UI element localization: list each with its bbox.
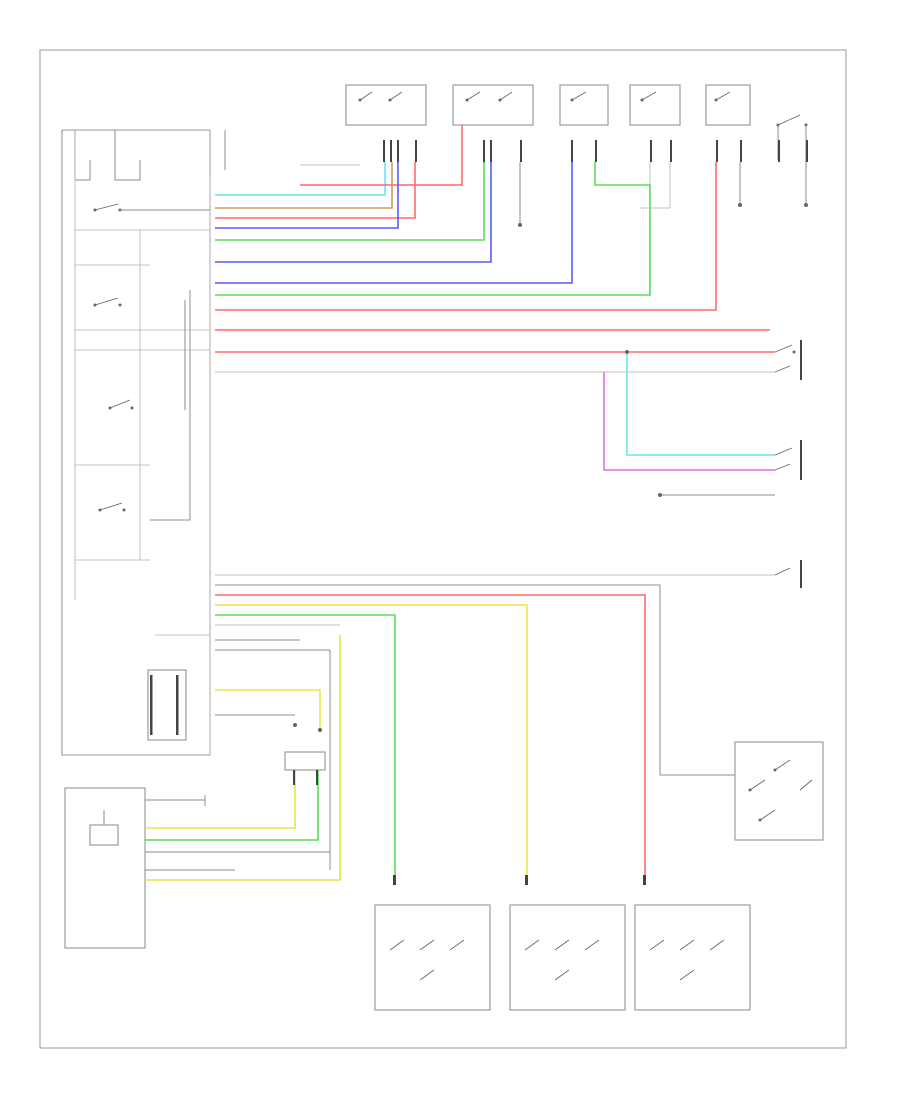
top-switch-4: [629, 84, 681, 126]
right-lower-switch-box: [734, 741, 824, 841]
control-unit-box: [64, 787, 146, 949]
right-switch-2: [774, 440, 802, 480]
center-relay: [284, 723, 326, 785]
wire-yellow-3: [235, 635, 341, 881]
wire-cyan-2: [626, 352, 775, 456]
wire-cyan: [215, 162, 386, 196]
wire-green-1: [215, 162, 485, 241]
wire-red-1: [215, 162, 416, 219]
wire-blue-1: [215, 162, 399, 229]
bottom-switch-2: [509, 875, 626, 1011]
top-harness-wires: [215, 125, 717, 311]
wire-red-lower: [215, 594, 646, 880]
right-switch-1: [774, 340, 802, 380]
right-switch-3: [774, 560, 802, 588]
top-switch-6: [776, 114, 808, 205]
wire-red-3: [215, 162, 717, 311]
diagram-border: [39, 49, 847, 1049]
left-module: [61, 129, 226, 756]
top-ground-drops: [518, 162, 808, 227]
bottom-switch-3: [634, 875, 751, 1011]
lower-harness-wires: [215, 574, 775, 881]
bottom-switch-1: [374, 875, 491, 1011]
wire-blue-3: [215, 162, 573, 284]
middle-harness-wires: [215, 329, 775, 497]
wire-green-lower: [215, 614, 396, 880]
relay-contact-4: [98, 502, 126, 512]
left-module-frame: [61, 129, 211, 756]
top-switch-1: [345, 84, 427, 126]
wire-brown: [215, 162, 393, 209]
relay-contact-3: [108, 399, 134, 410]
wire-violet: [603, 372, 775, 471]
relay-contact-1: [93, 203, 210, 212]
top-switch-5: [705, 84, 751, 126]
relay-contact-2: [93, 297, 122, 307]
lock-actuator-block: [147, 669, 187, 741]
control-unit: [64, 770, 330, 949]
top-connector-pins: [383, 140, 808, 162]
top-switch-3: [559, 84, 609, 126]
top-switch-2: [452, 84, 534, 126]
wire-yellow-2: [215, 689, 321, 730]
wire-blue-2: [215, 162, 492, 263]
wire-yellow-lower: [215, 604, 528, 880]
wire-red-2: [300, 125, 463, 186]
